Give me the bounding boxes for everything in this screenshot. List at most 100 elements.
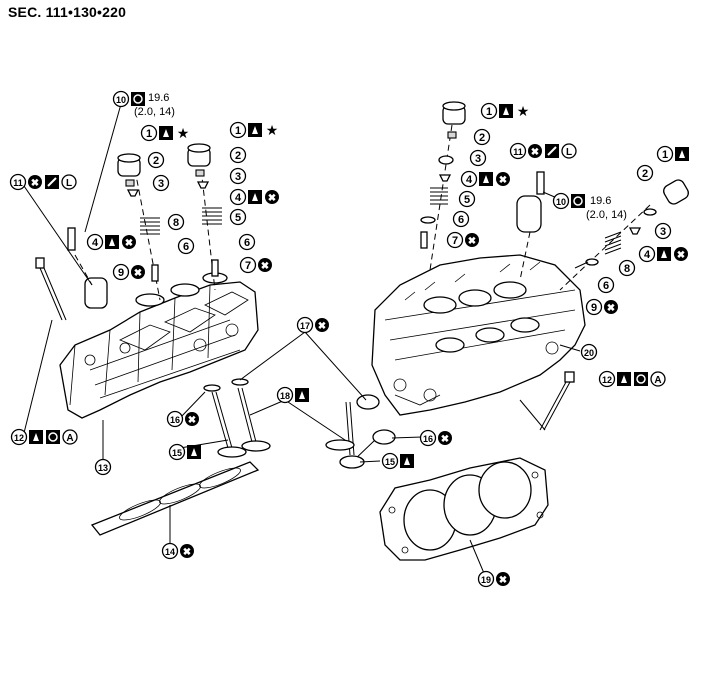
callout-number: 2 <box>235 150 241 162</box>
callout-number: 6 <box>244 237 250 249</box>
do-not-reuse-glyph: ✖ <box>607 303 615 314</box>
callout-circle <box>452 210 470 228</box>
callout-number: 3 <box>660 226 666 238</box>
callout-c16a: 16✖ <box>166 410 199 428</box>
callout-circle <box>296 316 314 334</box>
oil-drop-icon <box>109 238 115 246</box>
torque-alt-left: (2.0, 14) <box>134 106 175 118</box>
oil-drop-icon <box>483 175 489 183</box>
callout-number: 9 <box>118 267 124 279</box>
procedure-A-icon <box>62 429 78 445</box>
callout-number: 3 <box>158 178 164 190</box>
star-icon: ★ <box>517 103 530 119</box>
callout-number: 2 <box>479 132 485 144</box>
callout-circle <box>229 167 247 185</box>
callout-circle <box>580 343 598 361</box>
callout-c3b: 3 <box>229 167 247 185</box>
callout-number: 14 <box>165 547 175 557</box>
callout-c4b: 4✖ <box>229 188 279 206</box>
callout-c14: 14✖ <box>161 542 194 560</box>
section-title: SEC. 111•130•220 <box>8 4 127 20</box>
right-cylinder-head <box>371 254 586 416</box>
callout-c8a: 8 <box>167 213 185 231</box>
callout-number: 5 <box>464 194 470 206</box>
callout-circle <box>473 128 491 146</box>
callout-circle <box>469 149 487 167</box>
star-icon: ★ <box>177 125 190 141</box>
callout-circle <box>229 208 247 226</box>
callout-c9a: 9✖ <box>112 263 145 281</box>
callout-c3a: 3 <box>152 174 170 192</box>
callout-c1d: 1 <box>656 145 689 163</box>
procedure-A-label: A <box>654 375 661 386</box>
callout-circle <box>460 170 478 188</box>
callout-number: 15 <box>385 457 395 467</box>
callout-c15a: 15 <box>168 443 201 461</box>
left-valve-stack-a <box>117 153 161 301</box>
callout-number: 1 <box>662 149 668 161</box>
torque-wrench-icon <box>131 92 145 106</box>
callout-circle <box>167 213 185 231</box>
do-not-reuse-icon <box>496 572 510 586</box>
callout-number: 12 <box>14 433 24 443</box>
callout-circle <box>276 386 294 404</box>
callout-circle <box>140 124 158 142</box>
callout-c1b: 1★ <box>229 121 278 139</box>
left-valve-stack-b <box>187 143 222 291</box>
callout-circle <box>585 298 603 316</box>
callout-number: 5 <box>235 212 241 224</box>
callout-number: 4 <box>92 237 99 249</box>
callout-c4a: 4✖ <box>86 233 136 251</box>
leader-lines <box>23 103 581 579</box>
right-head-bolt <box>519 371 575 431</box>
callout-circle <box>10 428 28 446</box>
callout-c3d: 3 <box>654 222 672 240</box>
callout-number: 10 <box>556 197 566 207</box>
callout-c20: 20 <box>580 343 598 361</box>
callout-number: 7 <box>245 260 251 272</box>
callout-c6c: 6 <box>452 210 470 228</box>
do-not-reuse-icon <box>315 318 329 332</box>
do-not-reuse-glyph: ✖ <box>531 147 539 158</box>
do-not-reuse-icon <box>604 300 618 314</box>
callout-number: 9 <box>591 302 597 314</box>
callout-circle <box>86 233 104 251</box>
oil-drop-icon <box>299 391 305 399</box>
callout-number: 20 <box>584 348 594 358</box>
callout-number: 13 <box>98 463 108 473</box>
do-not-reuse-icon <box>438 431 452 445</box>
callout-circle <box>636 164 654 182</box>
do-not-reuse-glyph: ✖ <box>441 434 449 445</box>
callout-number: 3 <box>475 153 481 165</box>
sealant-L-icon <box>61 174 77 190</box>
left-valves <box>203 378 271 458</box>
callout-number: 10 <box>116 95 126 105</box>
do-not-reuse-icon <box>185 412 199 426</box>
procedure-A-icon <box>650 371 666 387</box>
callout-number: 2 <box>642 168 648 180</box>
callout-number: 7 <box>452 235 458 247</box>
callout-circle <box>597 276 615 294</box>
do-not-reuse-glyph: ✖ <box>125 238 133 249</box>
callout-number: 18 <box>280 391 290 401</box>
do-not-reuse-icon <box>674 247 688 261</box>
callout-c17: 17✖ <box>296 316 329 334</box>
callout-c6a: 6 <box>177 237 195 255</box>
do-not-reuse-glyph: ✖ <box>31 178 39 189</box>
torque-value-right: 19.6 <box>590 195 611 207</box>
callout-circle <box>598 370 616 388</box>
wrench-head-icon <box>573 196 583 206</box>
callout-circle <box>239 256 257 274</box>
callout-number: 2 <box>153 155 159 167</box>
right-spark-plug-tube <box>516 171 545 281</box>
callout-c2a: 2 <box>147 151 165 169</box>
right-head-gasket <box>379 457 549 561</box>
oil-drop-icon <box>503 107 509 115</box>
callout-c11a: 11✖L <box>9 173 77 191</box>
callout-circle <box>161 542 179 560</box>
do-not-reuse-icon <box>28 175 42 189</box>
callout-c4c: 4✖ <box>460 170 510 188</box>
